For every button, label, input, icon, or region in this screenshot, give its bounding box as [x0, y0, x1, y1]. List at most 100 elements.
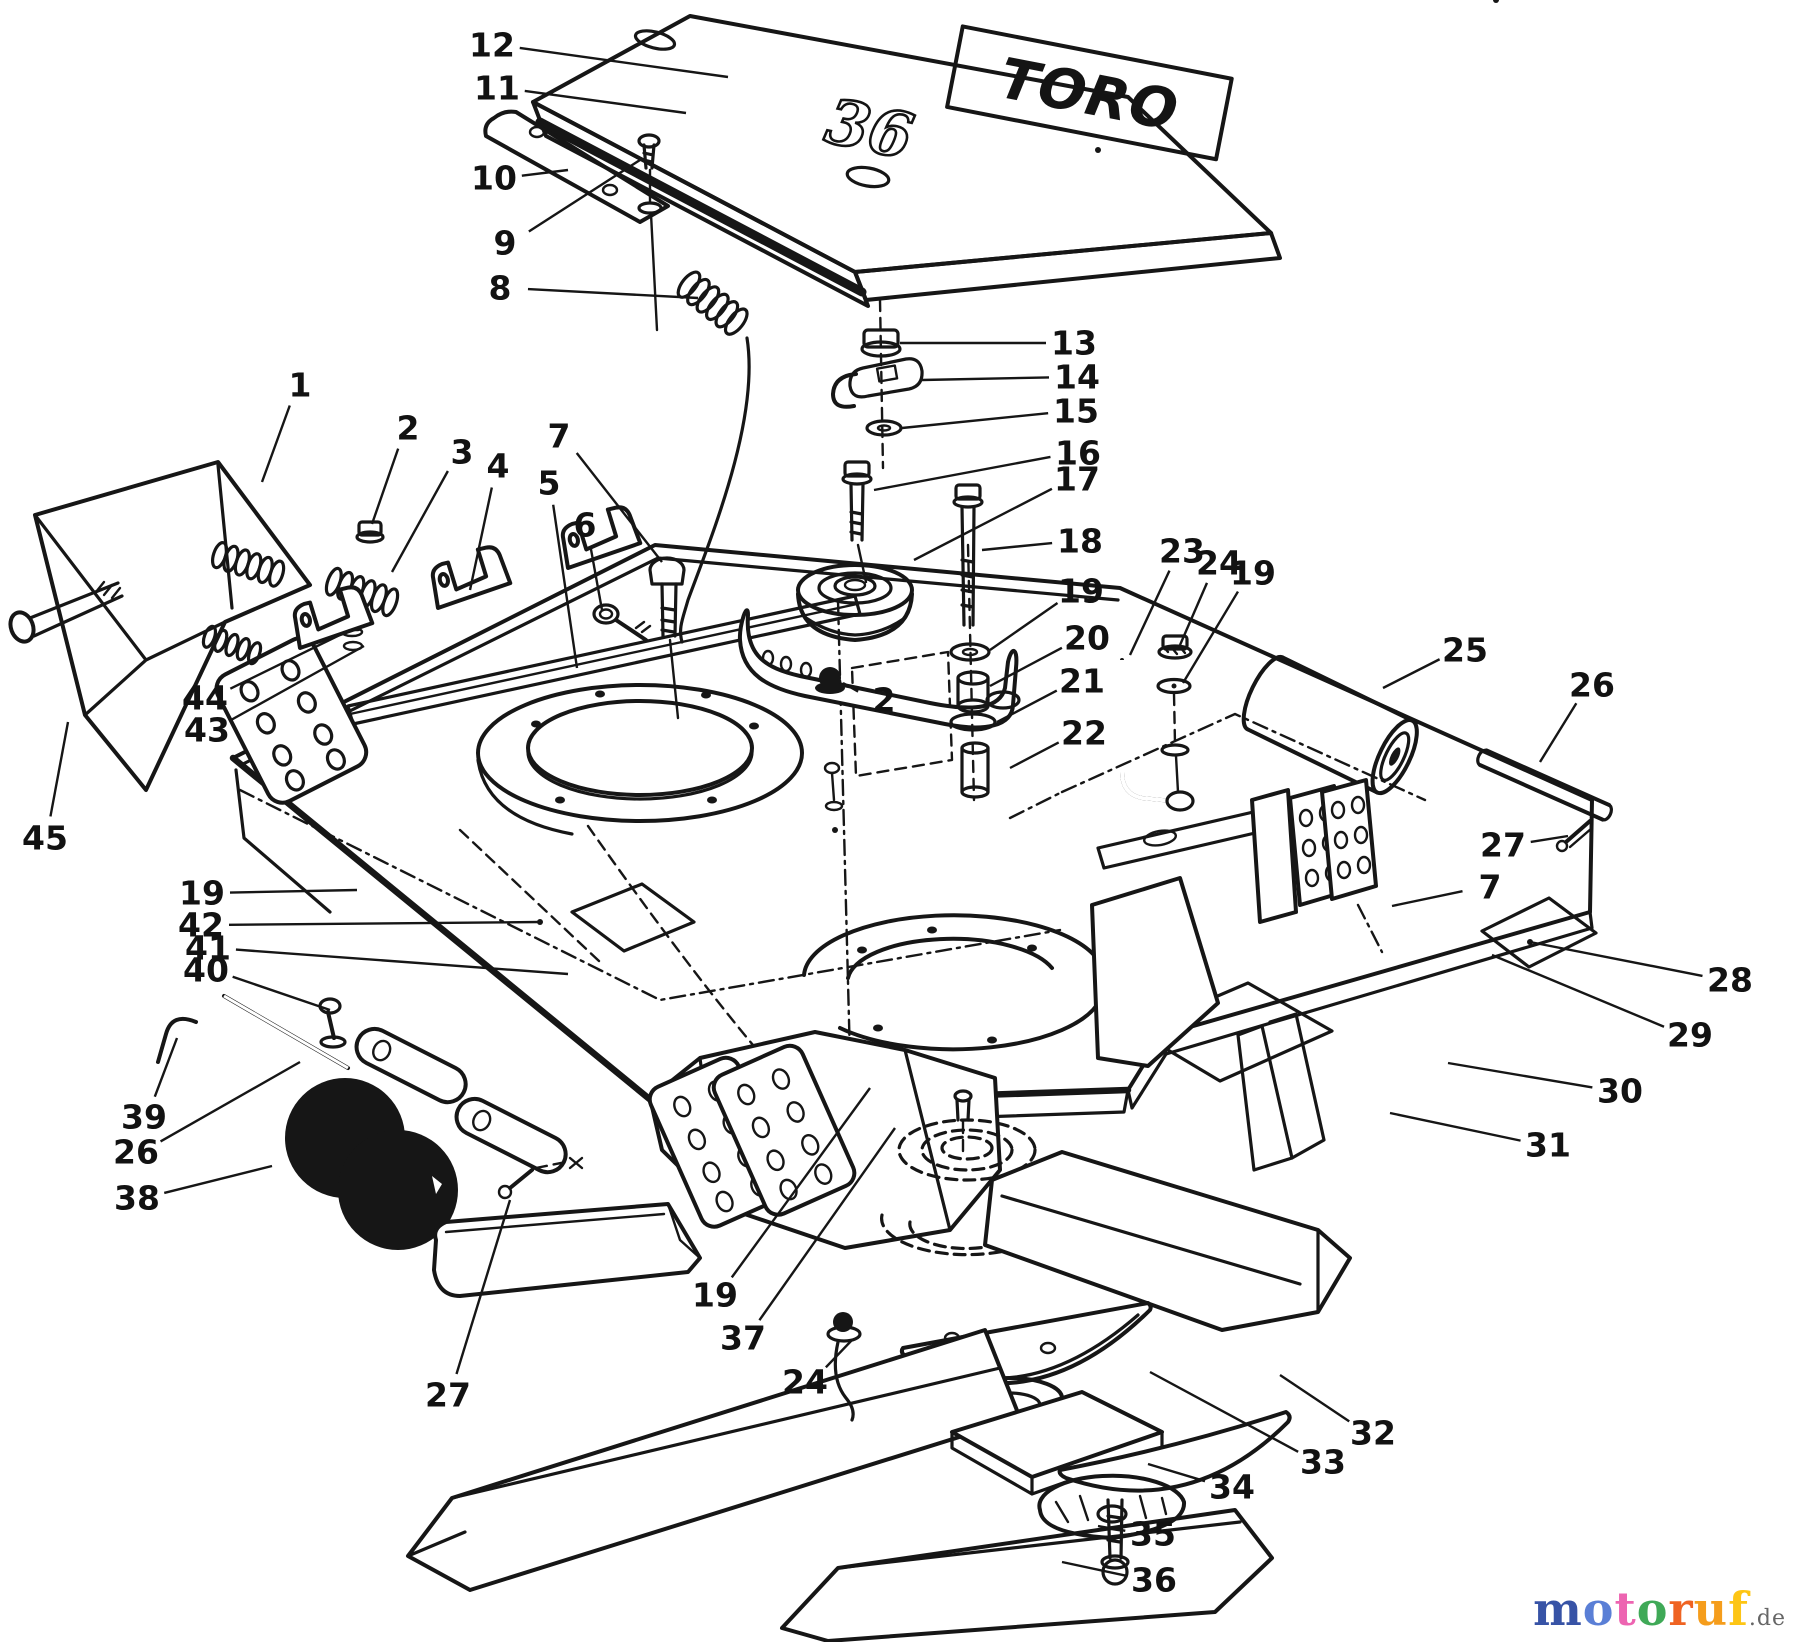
callout-label-3-7: 3	[451, 433, 474, 472]
callout-label-44-12: 44	[182, 679, 228, 718]
callout-leader-3	[390, 470, 449, 573]
callout-leader-43	[231, 644, 365, 721]
hook-pin-39	[156, 1017, 198, 1064]
callout-label-19-33: 19	[1058, 572, 1104, 611]
discharge-deflector	[8, 460, 686, 792]
callout-label-7-11: 7	[548, 417, 571, 456]
watermark-suffix: .de	[1748, 1606, 1786, 1631]
decal-small-left	[570, 882, 696, 953]
spring-clip	[831, 357, 924, 409]
sleeve-22	[960, 746, 990, 794]
callout-leader-39	[153, 1037, 179, 1098]
callout-leader-7	[575, 452, 663, 563]
washer-19	[949, 642, 991, 662]
callout-label-1-5: 1	[289, 366, 312, 405]
watermark-letter: o	[1582, 1582, 1615, 1636]
wheel	[338, 1130, 458, 1250]
callout-leader-37	[758, 1127, 896, 1321]
bolt-6	[592, 603, 652, 642]
callout-label-39-19: 39	[121, 1098, 167, 1137]
blade-lower-pair	[780, 1508, 1274, 1642]
callout-label-42-16: 42	[178, 906, 224, 945]
callout-label-27-42: 27	[1480, 826, 1526, 865]
callout-leader-12	[519, 46, 729, 79]
callout-leader-21	[996, 689, 1058, 724]
callout-leader-28	[1529, 940, 1703, 978]
callout-label-25-40: 25	[1442, 631, 1488, 670]
callout-label-11-1: 11	[474, 69, 520, 108]
callout-label-24-38: 24	[1196, 544, 1242, 583]
callout-label-26-20: 26	[113, 1133, 159, 1172]
spring-44	[201, 624, 263, 666]
watermark-letter: u	[1693, 1582, 1729, 1636]
callout-label-19-23: 19	[692, 1276, 738, 1315]
carriage-bolt	[648, 556, 686, 720]
watermark-letter: f	[1728, 1582, 1749, 1636]
callout-label-19-39: 19	[1230, 554, 1276, 593]
callout-label-24-25: 24	[782, 1363, 828, 1402]
callout-leader-11	[524, 89, 687, 115]
callout-label-5-9: 5	[538, 464, 561, 503]
tension-hardware	[831, 298, 924, 470]
idler-spring	[676, 270, 751, 644]
callout-leader-19	[730, 1087, 871, 1279]
callout-label-33-49: 33	[1300, 1443, 1346, 1482]
callout-leader-19	[229, 888, 358, 894]
callout-label-29-45: 29	[1667, 1016, 1713, 1055]
callout-leader-26	[159, 1060, 301, 1143]
watermark-letter: t	[1614, 1582, 1637, 1636]
callout-label-19-15: 19	[179, 874, 225, 913]
left-height-plates	[214, 636, 369, 914]
callout-label-21-35: 21	[1059, 662, 1105, 701]
callout-leader-29	[1491, 953, 1665, 1028]
callout-label-10-2: 10	[471, 159, 517, 198]
flat-washer	[865, 419, 903, 437]
lock-nut	[860, 328, 902, 358]
callout-leader-7	[1391, 890, 1463, 908]
idler-pulley	[796, 563, 914, 642]
callout-label-14-28: 14	[1054, 358, 1100, 397]
callout-leader-31	[1389, 1111, 1521, 1142]
callout-leader-24	[825, 1339, 853, 1369]
shoulder-bolt-40	[318, 997, 347, 1049]
callout-label-36-52: 36	[1131, 1561, 1177, 1600]
hinge-bolt-45	[8, 580, 124, 644]
callout-label-6-10: 6	[574, 506, 597, 545]
watermark-letter: r	[1668, 1582, 1694, 1636]
callout-label-22-36: 22	[1061, 714, 1107, 753]
callout-label-26-41: 26	[1569, 666, 1615, 705]
spacer-20	[956, 676, 990, 708]
callout-label-35-51: 35	[1130, 1515, 1176, 1554]
callout-label-37-24: 37	[720, 1319, 766, 1358]
flange-21	[949, 712, 997, 732]
belt-cover: TORO 36	[483, 14, 1282, 332]
callout-leader-23	[1128, 570, 1171, 656]
callout-label-2-6: 2	[397, 409, 420, 448]
callout-leader-14	[921, 376, 1050, 382]
callout-leader-24	[1178, 582, 1209, 646]
callout-label-16-30: 16	[1055, 434, 1101, 473]
deflector-spring	[210, 541, 286, 588]
callout-leader-26	[1538, 702, 1578, 763]
anti-scalp-rod	[1120, 634, 1195, 812]
callout-leader-19	[989, 601, 1059, 651]
blade-driver	[1037, 1473, 1186, 1540]
callout-leader-45	[49, 721, 70, 817]
skid-plate	[432, 1202, 702, 1298]
callout-label-18-32: 18	[1057, 522, 1103, 561]
callout-leader-5	[552, 504, 579, 669]
callout-leader-19	[1181, 590, 1239, 684]
callout-label-27-22: 27	[425, 1376, 471, 1415]
right-height-plates	[1096, 778, 1384, 954]
callout-leader-22	[1009, 741, 1060, 770]
callout-label-31-47: 31	[1525, 1126, 1571, 1165]
lower-cover	[1057, 1410, 1292, 1493]
callout-label-13-27: 13	[1051, 324, 1097, 363]
callout-leader-15	[901, 411, 1049, 430]
blade-lower-left	[406, 1328, 1022, 1592]
cotter-pin	[1555, 819, 1594, 853]
spring-3	[324, 566, 400, 618]
callout-leader-27	[455, 1199, 512, 1375]
